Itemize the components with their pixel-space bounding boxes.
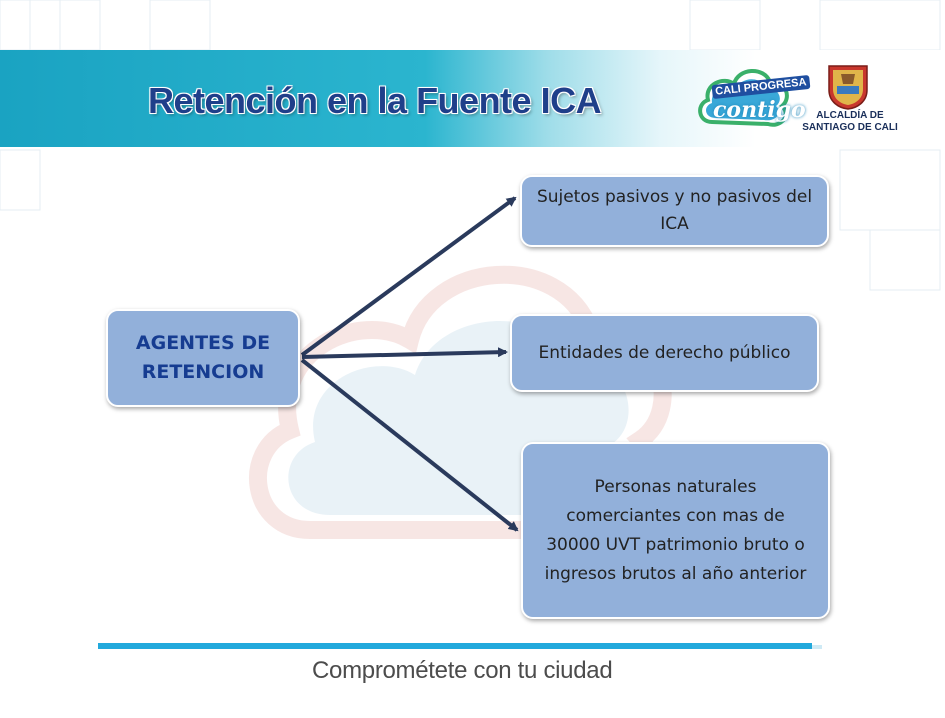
alcaldia-line2: SANTIAGO DE CALI [802, 122, 898, 133]
target-node-sujetos: Sujetos pasivos y no pasivos del ICA [520, 175, 829, 247]
alcaldia-shield-icon [828, 65, 868, 110]
arrow-to-target-2 [301, 347, 508, 359]
footer-slogan: Comprométete con tu ciudad [312, 657, 613, 684]
footer-divider-end [812, 645, 822, 649]
target-node-entidades: Entidades de derecho público [510, 314, 819, 392]
page-title: Retención en la Fuente ICA [148, 80, 602, 121]
alcaldia-line1: ALCALDÍA DE [816, 110, 884, 121]
arrow-to-target-3 [300, 358, 519, 532]
footer-divider [98, 643, 812, 649]
target-node-personas: Personas naturales comerciantes con mas … [521, 442, 830, 619]
source-node-agentes: AGENTES DE RETENCION [106, 309, 300, 407]
arrow-to-target-1 [300, 196, 517, 357]
logo-cloud-line2: contigo [713, 97, 806, 123]
alcaldia-label: ALCALDÍA DE SANTIAGO DE CALI [800, 110, 900, 134]
